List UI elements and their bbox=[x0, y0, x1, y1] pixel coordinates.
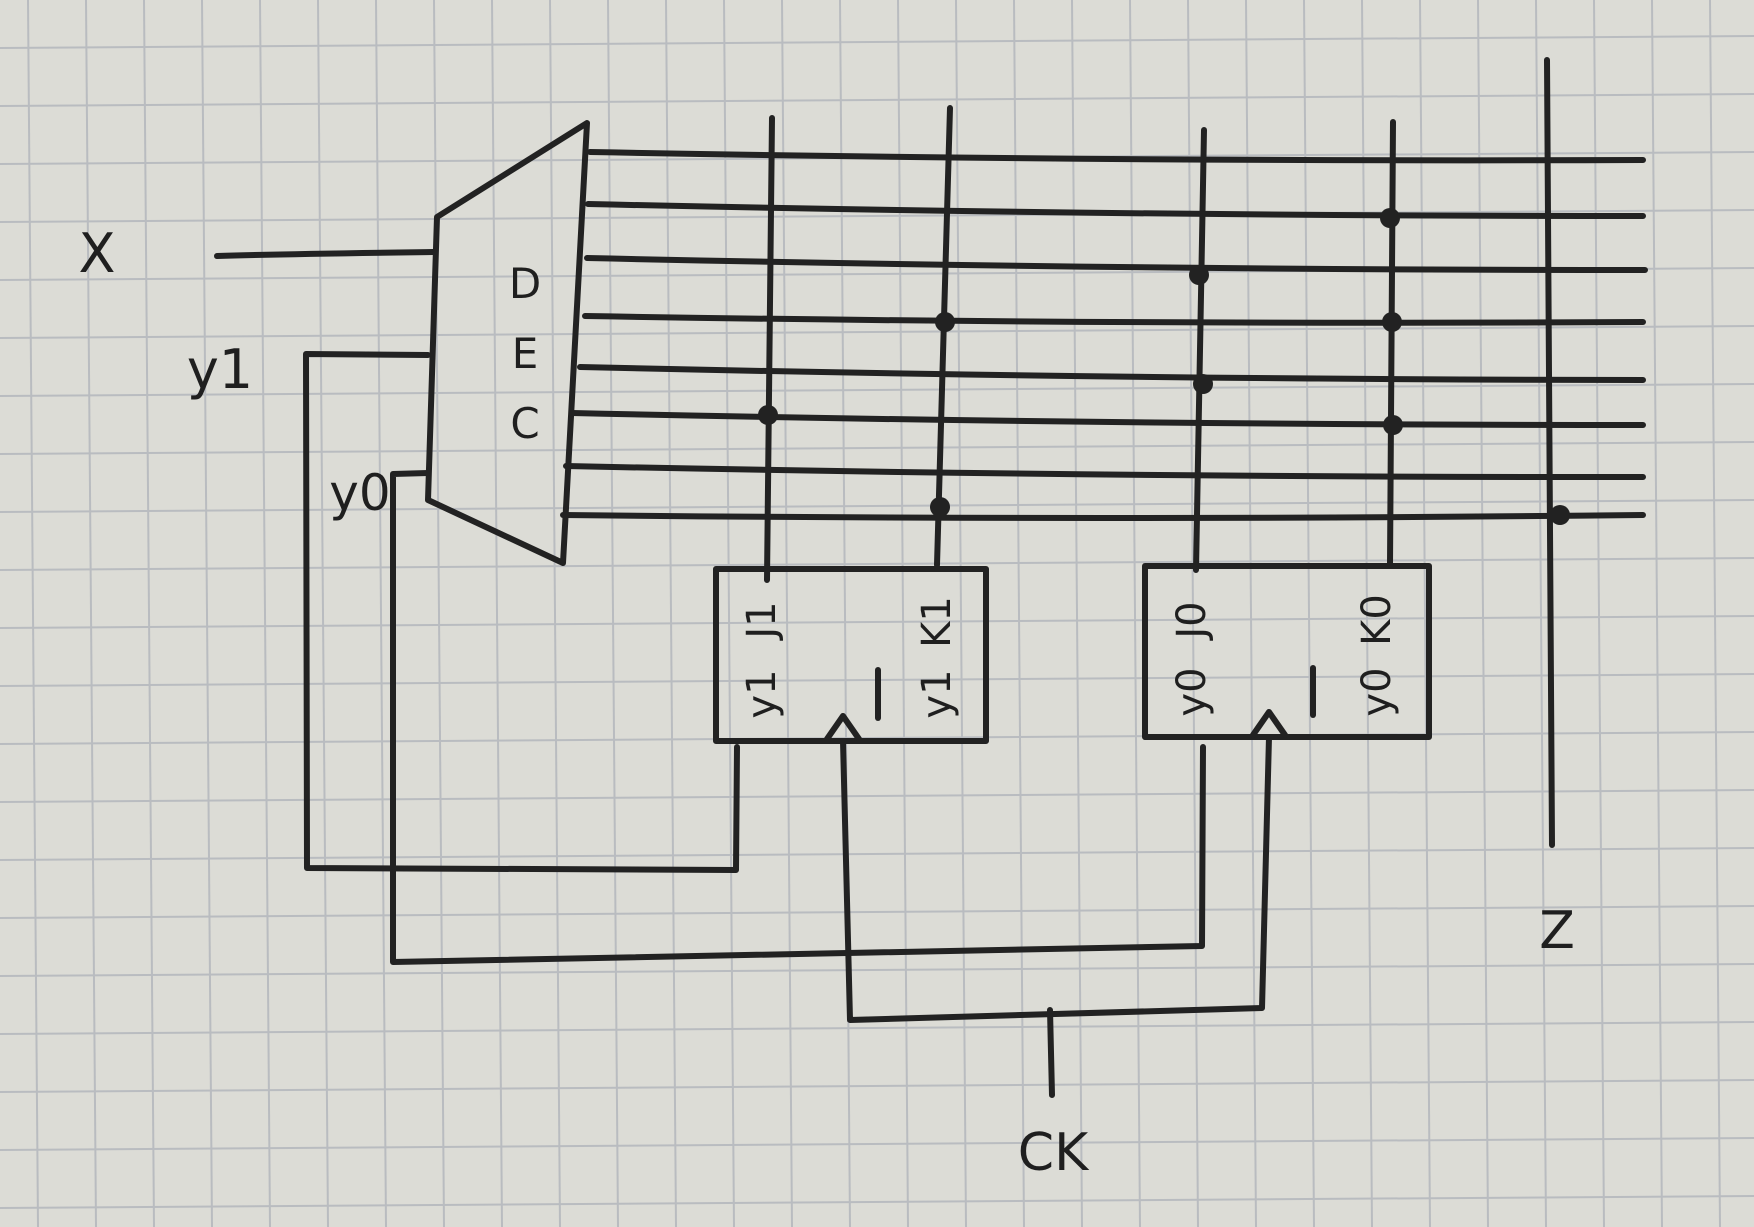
output-label-z: Z bbox=[1539, 901, 1575, 961]
clock-input-wire bbox=[1047, 1007, 1055, 1098]
grid-line-horizontal bbox=[0, 1079, 1754, 1093]
grid-line-vertical bbox=[1303, 0, 1315, 1227]
grid-line-vertical bbox=[1535, 0, 1547, 1227]
grid-line-horizontal bbox=[0, 499, 1754, 513]
grid-line-vertical bbox=[1129, 0, 1141, 1227]
grid-line-vertical bbox=[433, 0, 445, 1227]
connection-dot bbox=[758, 405, 778, 425]
connection-dot bbox=[1380, 208, 1400, 228]
input-label-y1: y1 bbox=[187, 338, 253, 401]
flipflop-0-qbar-label: y0 bbox=[1354, 667, 1400, 716]
decoder-output-line bbox=[577, 364, 1646, 383]
grid-line-horizontal bbox=[0, 615, 1754, 629]
flipflop-1-j-label: J1 bbox=[739, 601, 785, 641]
grid-line-vertical bbox=[27, 0, 39, 1227]
grid-line-horizontal bbox=[0, 963, 1754, 977]
decoder-output-lines bbox=[560, 149, 1648, 521]
grid-line-vertical bbox=[1709, 0, 1721, 1227]
connection-dot bbox=[1382, 312, 1402, 332]
grid-line-vertical bbox=[1013, 0, 1025, 1227]
grid-line-vertical bbox=[1419, 0, 1431, 1227]
connection-dot bbox=[935, 312, 955, 332]
input-label-y0: y0 bbox=[329, 464, 390, 522]
grid-line-vertical bbox=[201, 0, 213, 1227]
flipflop-0-k-label: K0 bbox=[1354, 594, 1400, 646]
grid-line-vertical bbox=[317, 0, 329, 1227]
flipflop-0-clock-triangle bbox=[1250, 709, 1288, 738]
grid-line-horizontal bbox=[0, 325, 1754, 339]
grid-line-horizontal bbox=[0, 93, 1754, 107]
flipflop-1-k-label: K1 bbox=[914, 596, 960, 648]
grid-line-vertical bbox=[85, 0, 97, 1227]
input-label-x: X bbox=[79, 222, 116, 285]
connection-dot bbox=[1193, 374, 1213, 394]
decoder-output-line bbox=[560, 512, 1646, 521]
grid-line-vertical bbox=[1477, 0, 1489, 1227]
j1-column-wire bbox=[764, 115, 775, 583]
grid-line-horizontal bbox=[0, 1137, 1754, 1151]
k0-column-wire bbox=[1387, 119, 1396, 568]
decoder-output-line bbox=[584, 255, 1648, 273]
grid-line-horizontal bbox=[0, 209, 1754, 223]
decoder-block bbox=[425, 120, 590, 566]
k1-column-wire bbox=[934, 105, 953, 568]
clock-label-ck: CK bbox=[1018, 1123, 1090, 1183]
grid-line-vertical bbox=[1361, 0, 1373, 1227]
grid-line-horizontal bbox=[0, 557, 1754, 571]
flipflop-0-q-label: y0 bbox=[1169, 667, 1215, 716]
grid-line-vertical bbox=[897, 0, 909, 1227]
clock-wire bbox=[840, 734, 1272, 1023]
y0-feedback-wire bbox=[390, 470, 1206, 965]
flipflop-1-box bbox=[713, 566, 989, 744]
grid-line-vertical bbox=[1593, 0, 1605, 1227]
connection-dot bbox=[1550, 505, 1570, 525]
grid-line-vertical bbox=[1651, 0, 1663, 1227]
connection-dot bbox=[930, 497, 950, 517]
grid-line-vertical bbox=[723, 0, 735, 1227]
grid-line-vertical bbox=[491, 0, 503, 1227]
grid-line-horizontal bbox=[0, 383, 1754, 397]
grid-line-vertical bbox=[1187, 0, 1199, 1227]
y1-feedback-wire bbox=[303, 351, 740, 873]
grid-line-vertical bbox=[259, 0, 271, 1227]
grid-line-horizontal bbox=[0, 905, 1754, 919]
decoder-output-line bbox=[585, 201, 1646, 219]
grid-line-vertical bbox=[143, 0, 155, 1227]
grid-line-horizontal bbox=[0, 789, 1754, 803]
grid-line-vertical bbox=[549, 0, 561, 1227]
grid-line-vertical bbox=[1071, 0, 1083, 1227]
decoder-letter-d: D bbox=[509, 259, 541, 308]
decoder-output-line bbox=[563, 463, 1646, 481]
grid-line-vertical bbox=[665, 0, 677, 1227]
j0-column-wire bbox=[1193, 127, 1207, 573]
grid-line-vertical bbox=[781, 0, 793, 1227]
flipflop-1-q-label: y1 bbox=[739, 669, 785, 718]
decoder-letter-c: C bbox=[510, 399, 539, 448]
grid-line-horizontal bbox=[0, 847, 1754, 861]
decoder-output-line bbox=[587, 149, 1646, 164]
flipflop-1-qbar-label: y1 bbox=[914, 669, 960, 718]
flipflop-1-clock-triangle bbox=[824, 713, 862, 742]
flipflop-0-j-label: J0 bbox=[1169, 601, 1215, 641]
grid-line-vertical bbox=[1245, 0, 1257, 1227]
connection-dot bbox=[1383, 415, 1403, 435]
decoder-output-line bbox=[582, 313, 1646, 326]
z-column-wire bbox=[1544, 57, 1555, 848]
grid-line-vertical bbox=[955, 0, 967, 1227]
grid-line-vertical bbox=[607, 0, 619, 1227]
connection-dots bbox=[758, 208, 1570, 525]
decoder-output-line bbox=[569, 410, 1646, 428]
x-input-wire bbox=[214, 249, 436, 259]
grid-line-horizontal bbox=[0, 35, 1754, 49]
decoder-letter-e: E bbox=[512, 329, 539, 378]
grid-line-horizontal bbox=[0, 441, 1754, 455]
grid-line-vertical bbox=[839, 0, 851, 1227]
connection-dot bbox=[1189, 265, 1209, 285]
grid-line-vertical bbox=[375, 0, 387, 1227]
grid-line-horizontal bbox=[0, 1021, 1754, 1035]
grid-line-horizontal bbox=[0, 1195, 1754, 1209]
